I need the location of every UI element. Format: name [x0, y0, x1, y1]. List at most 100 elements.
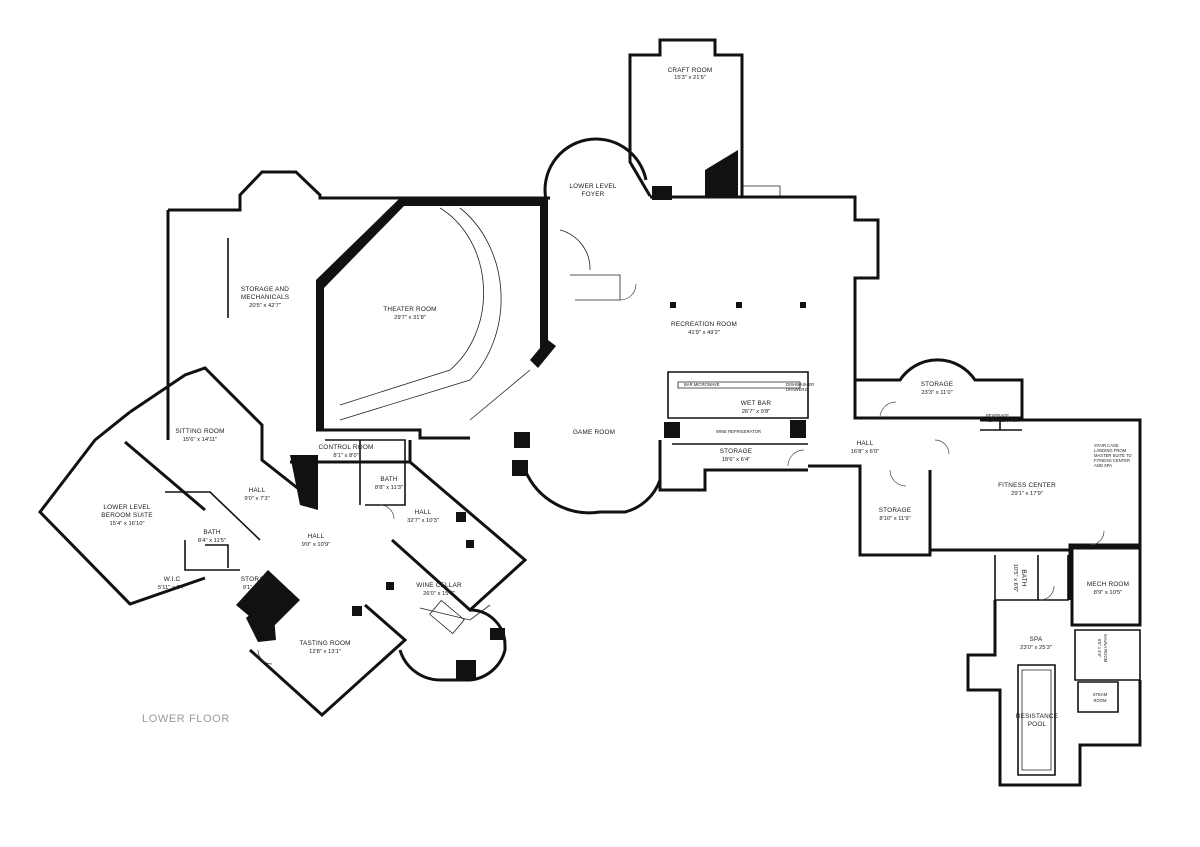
room-name: THEATER ROOM	[383, 306, 436, 313]
room-dimensions: 9'0" x 10'9"	[302, 542, 331, 548]
room-dimensions: 29'1" x 17'9"	[1011, 491, 1043, 497]
room-bath-spa: BATH 10'5" x 6'6"	[1012, 564, 1027, 593]
room-fitness-center: FITNESS CENTER 29'1" x 17'9"	[998, 482, 1056, 497]
room-storage-small: STORAGE 9'1" x 2'10"	[241, 576, 274, 591]
room-tasting-room: TASTING ROOM 12'8" x 13'1"	[299, 640, 350, 655]
room-hall-small: HALL 9'0" x 10'9"	[302, 533, 331, 548]
room-name: RECREATION ROOM	[671, 321, 737, 328]
room-name: BATH	[1020, 569, 1027, 587]
room-dimensions: 32'7" x 10'3"	[407, 518, 439, 524]
room-sitting-room: SITTING ROOM 15'6" x 14'11"	[175, 428, 224, 443]
room-name: W.I.C	[164, 576, 181, 583]
room-sauna-room: SAUNA ROOM 6'0" x 4'9"	[1097, 634, 1108, 663]
elevator-label: ELEVATOR	[286, 572, 305, 591]
room-name: SPA	[1030, 636, 1043, 643]
room-name: WINE CELLAR	[416, 582, 462, 589]
room-name: HALL	[857, 440, 874, 447]
room-dimensions: 41'9" x 49'2"	[688, 330, 720, 336]
room-name: HALL	[308, 533, 325, 540]
room-dimensions: 5'11" x 5'7"	[158, 585, 186, 591]
room-control-room: CONTROL ROOM 8'1" x 8'0"	[318, 444, 373, 459]
room-spa: SPA 23'0" x 25'3"	[1020, 636, 1052, 651]
room-dimensions: 9'1" x 2'10"	[243, 585, 272, 591]
room-name: WET BAR	[741, 400, 772, 407]
stair-note-line4: FITNESS CENTER	[1094, 458, 1130, 463]
room-storage-fitness: STORAGE 8'10" x 11'9"	[879, 507, 912, 522]
room-dimensions: 23'3" x 11'0"	[921, 390, 952, 396]
room-dimensions: 20'5" x 42'7"	[249, 303, 281, 309]
room-name: SAUNA ROOM	[1103, 634, 1108, 663]
room-name-line1: LOWER LEVEL	[569, 183, 617, 190]
room-name-line1: RESISTANCE	[1016, 713, 1058, 720]
room-name-line2: MECHANICALS	[241, 294, 289, 301]
room-hall-left: HALL 9'0" x 7'3"	[244, 487, 269, 502]
walls	[38, 38, 1142, 787]
room-name: TASTING ROOM	[299, 640, 350, 647]
room-name-line2: FOYER	[581, 191, 604, 198]
room-steam-room: STEAM ROOM	[1093, 692, 1108, 703]
room-name: STORAGE	[241, 576, 274, 583]
room-hall-main: HALL 32'7" x 10'3"	[407, 509, 439, 524]
room-dimensions: 8'4" x 11'5"	[198, 538, 226, 544]
beverage-refrigerator-label-line1: BEVERAGE	[986, 413, 1009, 418]
room-dimensions: 23'0" x 25'3"	[1020, 645, 1052, 651]
room-name-line2: BEROOM SUITE	[101, 512, 152, 519]
room-dimensions: 6'0" x 4'9"	[1097, 639, 1102, 658]
room-dimensions: 8'9" x 10'5"	[1094, 590, 1123, 596]
room-name: STORAGE	[921, 381, 954, 388]
room-dimensions: 8'1" x 8'0"	[333, 453, 358, 459]
room-bath-mid: BATH 8'8" x 11'3"	[375, 476, 403, 491]
floor-label: LOWER FLOOR	[142, 713, 230, 725]
room-wine-cellar: WINE CELLAR 26'0" x 15'7"	[416, 582, 462, 597]
room-storage-mechanicals: STORAGE AND MECHANICALS 20'5" x 42'7"	[241, 286, 289, 309]
room-name: MECH ROOM	[1087, 581, 1129, 588]
room-name: HALL	[249, 487, 266, 494]
room-name: SITTING ROOM	[175, 428, 224, 435]
room-theater-room: THEATER ROOM 29'7" x 31'8"	[383, 306, 436, 321]
room-name: FITNESS CENTER	[998, 482, 1056, 489]
room-recreation-room: RECREATION ROOM 41'9" x 49'2"	[671, 321, 737, 336]
room-dimensions: 9'0" x 7'3"	[244, 496, 269, 502]
stair-note-line2: LANDING FROM	[1094, 448, 1127, 453]
room-dimensions: 26'0" x 15'7"	[423, 591, 455, 597]
room-bedroom-suite: LOWER LEVEL BEROOM SUITE 15'4" x 16'10"	[101, 504, 152, 527]
room-dimensions: 10'5" x 6'6"	[1012, 564, 1018, 593]
room-name: STORAGE	[720, 448, 753, 455]
room-name: CONTROL ROOM	[318, 444, 373, 451]
room-name-line1: LOWER LEVEL	[103, 504, 151, 511]
beverage-refrigerator-label-line2: REFRIGERATOR	[986, 418, 1019, 423]
room-dimensions: 16'8" x 6'0"	[851, 449, 880, 455]
room-game-room: GAME ROOM	[573, 429, 615, 436]
room-name: HALL	[415, 509, 432, 516]
room-dimensions: 15'4" x 16'10"	[109, 521, 144, 527]
stair-note-line1: STAIR CASE	[1094, 443, 1119, 448]
room-mech-room: MECH ROOM 8'9" x 10'5"	[1087, 581, 1129, 596]
room-name-line1: STORAGE AND	[241, 286, 289, 293]
room-wic: W.I.C 5'11" x 5'7"	[158, 576, 186, 591]
room-dimensions: 15'6" x 14'11"	[183, 437, 218, 443]
room-name-line2: ROOM	[1093, 698, 1107, 703]
room-name: BATH	[203, 529, 221, 536]
room-dimensions: 8'8" x 11'3"	[375, 485, 403, 491]
door-swings	[257, 283, 1105, 665]
room-hall-right: HALL 16'8" x 6'0"	[851, 440, 880, 455]
room-dimensions: 26'7" x 9'8"	[742, 409, 771, 415]
room-name: BATH	[380, 476, 398, 483]
stair-note-line3: MASTER SUITE TO	[1094, 453, 1133, 458]
dishwasher-label-line1: DISHWASHER	[786, 382, 814, 387]
room-dimensions: 29'7" x 31'8"	[394, 315, 426, 321]
wine-refrigerator-label: WINE REFRIGERATOR	[716, 429, 761, 434]
room-resistance-pool: RESISTANCE POOL	[1016, 713, 1058, 728]
room-name-line1: STEAM	[1093, 692, 1108, 697]
room-dimensions: 18'6" x 6'4"	[722, 457, 751, 463]
room-name: GAME ROOM	[573, 429, 615, 436]
stair-note-line5: AND SPA	[1094, 463, 1112, 468]
room-dimensions: 15'3" x 21'6"	[674, 75, 706, 81]
room-craft-room: CRAFT ROOM 15'3" x 21'6"	[668, 67, 713, 81]
room-name: CRAFT ROOM	[668, 67, 713, 74]
dishwasher-label-line2: DRAWERS	[786, 387, 807, 392]
room-lower-level-foyer: LOWER LEVEL FOYER	[569, 183, 617, 198]
room-storage-top-right: STORAGE 23'3" x 11'0"	[921, 381, 954, 396]
room-name: STORAGE	[879, 507, 912, 514]
